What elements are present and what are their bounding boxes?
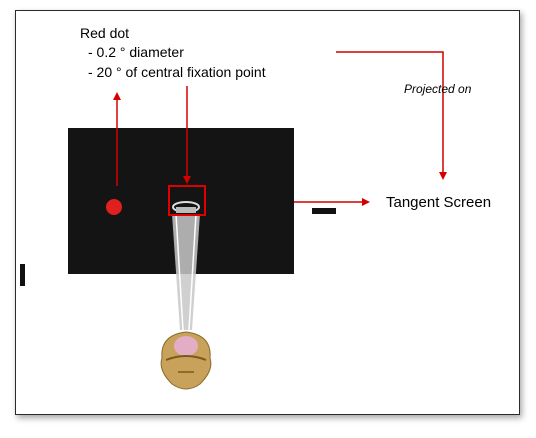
observer-head-icon — [160, 331, 212, 390]
fixation-highlight-box — [168, 185, 206, 216]
sight-line-right — [188, 213, 197, 331]
sight-line-left — [175, 213, 184, 331]
fixation-bullet: - 20 ° of central fixation point — [88, 64, 266, 80]
red-dot-icon — [106, 199, 122, 215]
arrow-projected-on — [336, 51, 447, 180]
diameter-bullet: - 0.2 ° diameter — [88, 44, 184, 60]
left-edge-mark — [20, 264, 25, 286]
red-dot-title: Red dot — [80, 25, 130, 41]
projected-on-label: Projected on — [404, 82, 472, 96]
tangent-screen-label: Tangent Screen — [386, 194, 492, 211]
fixation-base — [176, 207, 196, 213]
sight-beam — [172, 214, 200, 330]
screen-edge-mark — [312, 208, 336, 214]
